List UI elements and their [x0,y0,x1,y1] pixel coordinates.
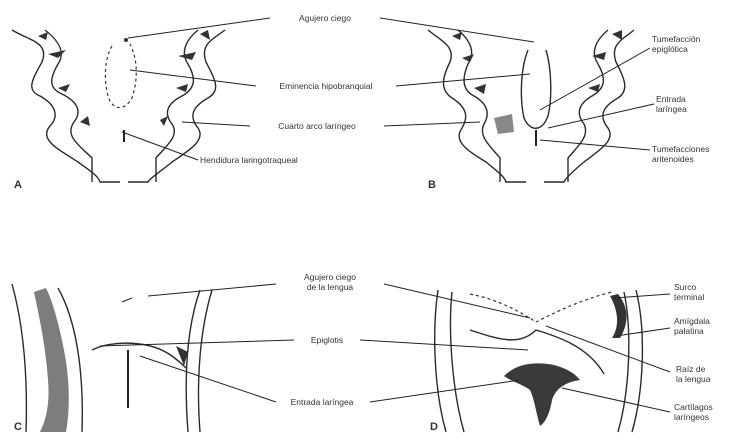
panel-c-letter: C [14,421,22,433]
palatine-tonsil-d [610,294,627,338]
panel-b-letter: B [428,179,436,191]
label-entrada: Entrada laríngea [291,397,354,407]
labels: Agujero ciego Eminencia hipobranquial Cu… [200,13,713,422]
pouch-mark-5-a [200,30,210,40]
label-cartilagos-1: Cartílagos [674,402,713,412]
label-eminencia-hipobranquial: Eminencia hipobranquial [279,81,372,91]
foramen-dot-a [124,38,128,42]
label-cuarto-arco: Cuarto arco laríngeo [278,121,356,131]
label-surco-1: Surco [674,282,696,292]
pouch-mark-7-a [176,84,188,92]
label-amigdala-1: Amígdala [674,316,710,326]
panel-a: A [12,30,225,191]
outer-wall-left-c [12,284,26,432]
label-amigdala-2: palatina [674,326,704,336]
panel-d-letter: D [430,421,438,433]
sulcus-terminalis-d [470,292,612,322]
pouch-mark-8-a [160,116,168,126]
pharyngeal-wall-left-a [12,30,120,182]
pouch-mark-3-b [474,84,486,94]
foramen-arrow-c [122,298,132,302]
pouch-mark-6-b [588,84,600,92]
pouch-mark-4-b [612,30,622,40]
label-tumefaccion-epiglotica-2: epiglótica [652,44,688,54]
panel-b: B [428,30,634,191]
inner-wall-left-d [451,292,465,432]
outer-wall-left-d [435,290,446,432]
label-raiz-2: la lengua [676,374,711,384]
pouch-mark-2-b [462,54,474,62]
pouch-mark-3-a [58,84,70,92]
label-surco-2: terminal [674,292,704,302]
pouch-mark-2-a [48,50,66,58]
panel-c: C [12,284,212,433]
label-entrada-laringea-1: Entrada [656,94,686,104]
pharyngeal-wall-right-b [544,30,634,182]
pouch-mark-6-a [178,52,196,60]
label-raiz-1: Raíz de [676,364,706,374]
label-agujero-ciego-lengua-1: Agujero ciego [304,272,356,282]
epiglottic-swelling-b [521,50,550,128]
arytenoid-hatch-b [494,114,514,134]
pouch-mark-4-a [80,116,90,126]
pouch-mark-1-b [452,32,462,40]
laryngeal-cartilage-d [504,363,580,426]
label-tumefacciones-2: aritenoides [652,154,694,164]
label-tumefaccion-epiglotica-1: Tumefacción [652,34,701,44]
pharyngeal-wall-left-b [428,30,526,182]
label-tumefacciones-1: Tumefacciones [652,144,709,154]
label-hendidura: Hendidura laringotraqueal [200,155,298,165]
pouch-mark-1-a [38,32,48,40]
epiglottis-c [92,343,186,368]
label-entrada-laringea-2: laríngea [656,104,687,114]
cheek-shading-c [34,288,69,432]
pharyngeal-wall-left-inner-b [458,30,500,182]
label-agujero-ciego-lengua-2: de la lengua [307,282,354,292]
outer-wall-right-c [199,290,213,432]
label-cartilagos-2: laríngeos [674,412,709,422]
panel-d: D [430,290,642,433]
label-agujero-ciego: Agujero ciego [299,13,351,23]
inner-wall-right-c [186,290,200,432]
label-epiglotis: Epiglotis [311,335,343,345]
panel-a-letter: A [14,179,22,191]
foramen-cecum-a [105,44,136,108]
